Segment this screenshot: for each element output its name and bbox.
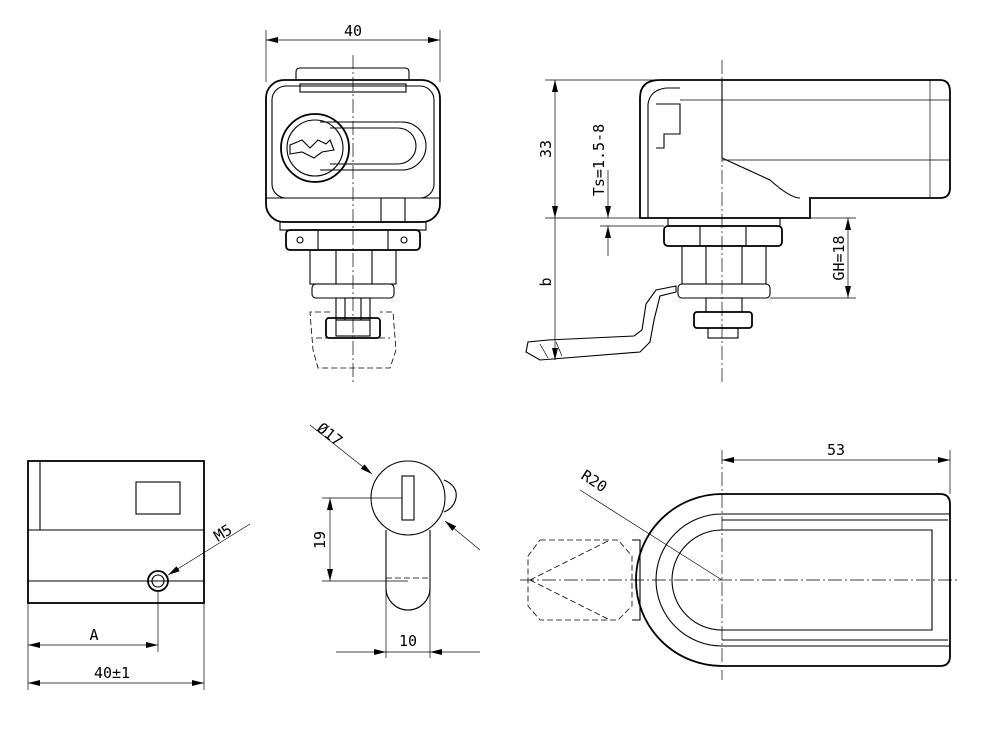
cylinder-detail: Ø17 19 10: [309, 419, 481, 658]
label-m5: M5: [211, 521, 236, 546]
dim-53: 53: [827, 441, 845, 459]
dim-width-40pm1: 40±1: [94, 664, 130, 682]
dim-ts: Ts=1.5-8: [590, 124, 608, 196]
front-view: 40: [265, 22, 441, 384]
dim-width-40: 40: [344, 22, 362, 40]
side-view: 33 Ts=1.5-8 b GH=18: [525, 60, 951, 384]
dim-b: b: [537, 277, 555, 286]
dim-diameter-17: Ø17: [314, 419, 346, 450]
dim-a: A: [89, 626, 98, 644]
rear-view: M5 A 40±1: [27, 460, 251, 690]
dim-10: 10: [399, 632, 417, 650]
top-view: R20 53: [520, 441, 960, 680]
dim-gh: GH=18: [830, 235, 848, 280]
dim-19: 19: [311, 531, 329, 549]
dim-height-33: 33: [537, 140, 555, 158]
